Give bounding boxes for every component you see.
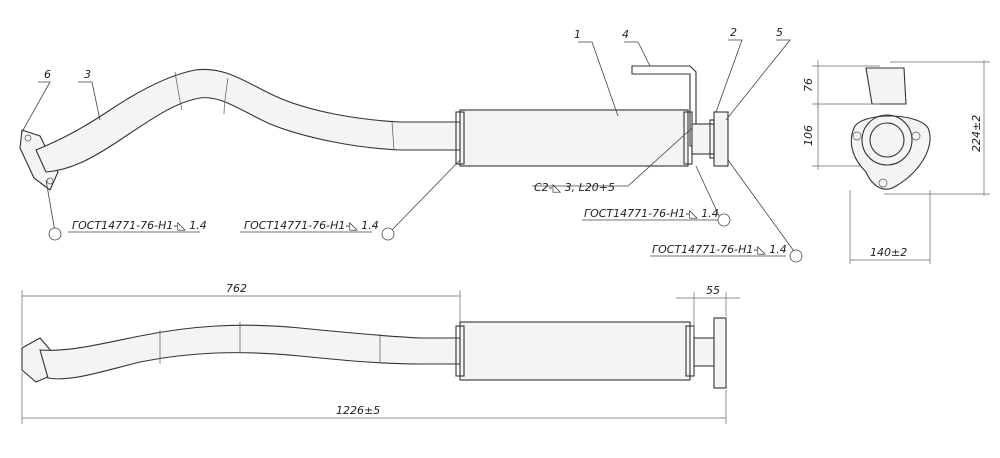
callout-5: 5 xyxy=(776,26,783,39)
callout-3: 3 xyxy=(84,68,91,81)
callout-6: 6 xyxy=(44,68,51,81)
front-flange xyxy=(19,129,59,191)
dim-224: 224±2 xyxy=(970,115,983,152)
dim-1226: 1226±5 xyxy=(336,404,380,417)
dim-76: 76 xyxy=(802,78,815,92)
side-view xyxy=(21,290,740,424)
end-flange xyxy=(850,115,931,190)
dim-55: 55 xyxy=(706,284,720,297)
muffler-body xyxy=(459,109,689,167)
end-bracket xyxy=(865,67,907,105)
outlet-pipe xyxy=(691,123,715,155)
dim-140: 140±2 xyxy=(870,246,907,259)
intake-pipe xyxy=(35,68,461,173)
side-pipe xyxy=(39,324,461,380)
side-rear-flange xyxy=(713,317,727,389)
dim-762: 762 xyxy=(226,282,247,295)
weld-note-b: ГОСТ14771-76-Н1-◺ 1.4 xyxy=(244,219,379,232)
rear-flange xyxy=(713,111,729,167)
side-muffler xyxy=(459,321,691,381)
callout-1: 1 xyxy=(574,28,581,41)
end-view xyxy=(812,60,990,264)
weld-note-a: ГОСТ14771-76-Н1-◺ 1.4 xyxy=(72,219,207,232)
top-view xyxy=(19,39,803,263)
dim-106: 106 xyxy=(802,125,815,146)
callout-2: 2 xyxy=(730,26,737,39)
muffler-cap-front xyxy=(455,111,465,165)
callout-4: 4 xyxy=(622,28,629,41)
side-outlet xyxy=(693,337,715,367)
weld-note-d: ГОСТ14771-76-Н1-◺ 1.4 xyxy=(652,243,787,256)
weld-note-c: ГОСТ14771-76-Н1-◺ 1.4 xyxy=(584,207,719,220)
weld-main-note: С2-◺ 3, L20+5 xyxy=(534,181,615,194)
